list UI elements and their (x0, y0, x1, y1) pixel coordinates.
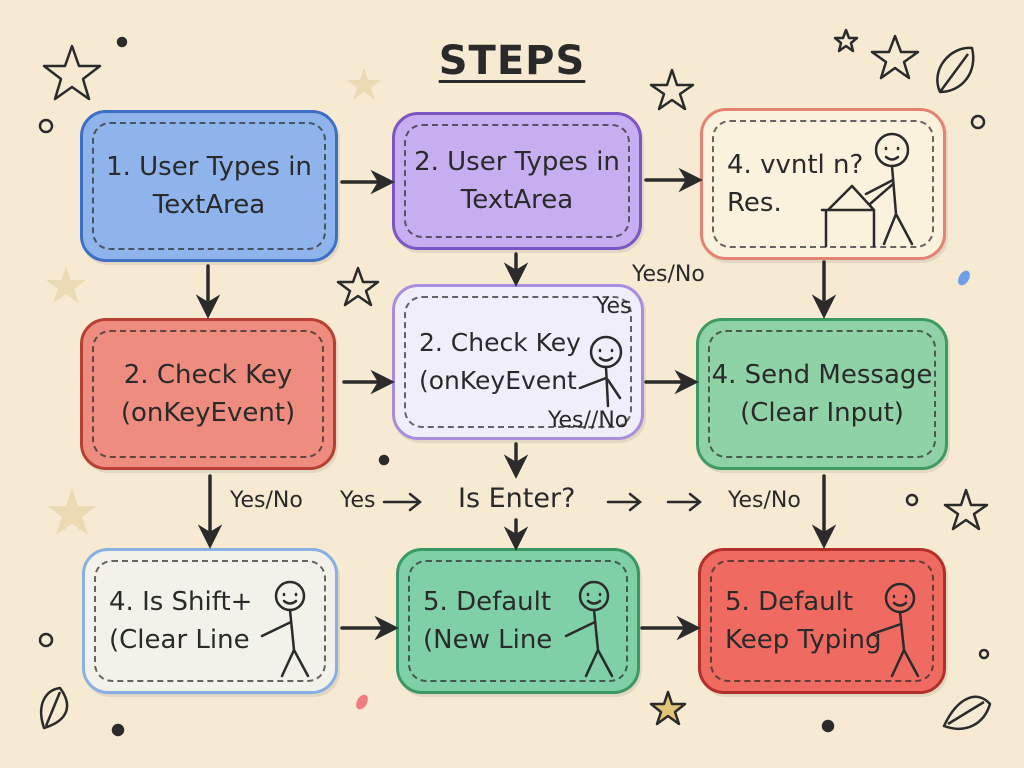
inline-arrow-3 (666, 492, 703, 512)
node-is-shift: 4. Is Shift+ (Clear Line (82, 548, 338, 694)
node-user-types-purple: 2. User Types in TextArea (392, 112, 642, 250)
node-send-message: 4. Send Message (Clear Input) (696, 318, 948, 470)
star-decoration (42, 44, 102, 101)
leaf-decoration (39, 686, 69, 730)
stick-figure-center (578, 335, 623, 408)
stick-figure-keep-typing (870, 582, 920, 678)
inline-arrow-1 (382, 492, 423, 512)
star-decoration (336, 266, 380, 307)
stick-figure-new-line (564, 580, 614, 678)
dot-decoration (116, 36, 128, 48)
faint-star-decoration (347, 68, 381, 100)
node-default-keep-typing: 5. Default Keep Typing (698, 548, 946, 694)
node-label: 4. Send Message (Clear Input) (711, 360, 933, 428)
dot-decoration (978, 648, 990, 660)
edge-label-yes-no-left: Yes/No (230, 488, 303, 513)
edge-label-yes-no-right: Yes/No (728, 488, 801, 513)
node-label: 5. Default Keep Typing (725, 587, 882, 655)
node-response: 4. vvntl n? Res. (700, 108, 946, 260)
star-decoration (649, 68, 695, 111)
red-dot-decoration (356, 694, 368, 710)
node-label: 2. Check Key (onKeyEvent) (120, 360, 296, 428)
dot-decoration (111, 723, 125, 737)
edge-label-yes-mid: Yes (340, 488, 376, 513)
node-label: 5. Default (New Line (423, 587, 553, 655)
node-label: 2. User Types in TextArea (414, 147, 620, 215)
star-decoration (833, 28, 859, 53)
dot-decoration (38, 118, 54, 134)
node-label: 4. vvntl n? Res. (727, 150, 864, 218)
edge-label-yes-no-top: Yes/No (632, 262, 705, 287)
leaf-decoration (936, 46, 975, 94)
faint-star-decoration (48, 488, 96, 535)
faint-star-decoration (46, 266, 86, 303)
node-default-new-line: 5. Default (New Line (396, 548, 640, 694)
star-decoration (943, 488, 989, 531)
dot-decoration (970, 114, 986, 130)
edge-label-yes-no-center: Yes//No (548, 408, 629, 433)
edge-label-is-enter: Is Enter? (458, 483, 576, 514)
diagram-title: STEPS (438, 38, 586, 84)
dot-decoration (905, 493, 919, 507)
dot-decoration (378, 454, 390, 466)
stick-figure-shift (260, 580, 310, 678)
star-decoration (649, 690, 687, 726)
inline-arrow-2 (606, 492, 643, 512)
blue-dot-decoration (958, 270, 970, 286)
star-decoration (870, 34, 920, 80)
node-check-key-center: 2. Check Key (onKeyEvent (392, 284, 644, 440)
edge-label-yes-top: Yes (596, 294, 632, 319)
node-label: 2. Check Key (onKeyEvent (419, 328, 581, 395)
node-check-key-red: 2. Check Key (onKeyEvent) (80, 318, 336, 470)
leaf-decoration (942, 695, 992, 731)
node-user-types-blue: 1. User Types in TextArea (80, 110, 338, 262)
node-label: 1. User Types in TextArea (106, 152, 312, 220)
stick-figure-typing (820, 132, 914, 248)
node-label: 4. Is Shift+ (Clear Line (109, 587, 253, 655)
dot-decoration (821, 719, 835, 733)
dot-decoration (38, 632, 54, 648)
